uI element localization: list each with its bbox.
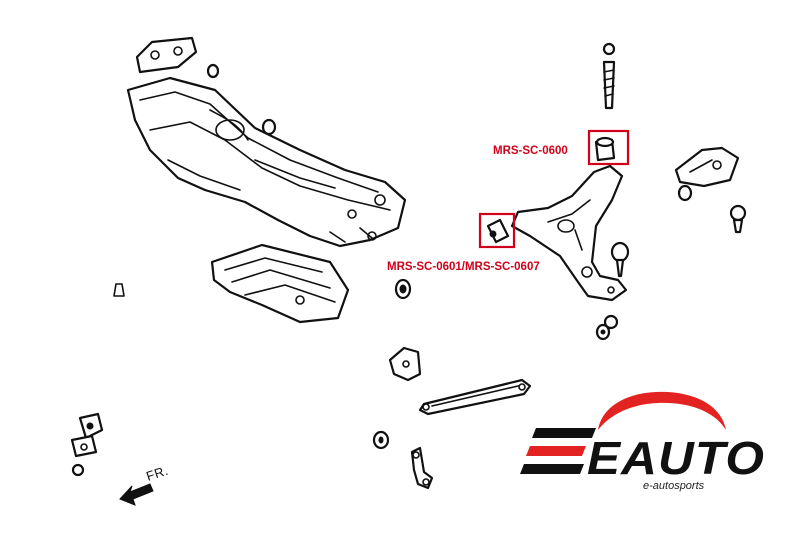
small-nut: [206, 63, 220, 79]
front-subframe: [126, 76, 407, 248]
bushing-rear-lower-arm: [594, 136, 616, 162]
callout-mrs-sc-0601-0607: MRS-SC-0601/MRS-SC-0607: [387, 261, 540, 273]
ball-joint: [610, 241, 630, 278]
highlight-box-mrs-sc-0601: [478, 212, 516, 249]
subframe-bushing: [394, 278, 412, 300]
callout-mrs-sc-0600: MRS-SC-0600: [493, 145, 568, 157]
vertical-bolt: [602, 42, 616, 110]
logo-e-mark-icon: [520, 428, 596, 474]
lateral-brace: [418, 378, 532, 416]
front-direction-arrow: [119, 483, 154, 506]
logo-tagline: e-autosports: [643, 480, 705, 492]
small-nut: [677, 184, 693, 202]
eauto-logo: EAUTO e-autosports: [520, 391, 765, 492]
stabilizer-link: [410, 446, 434, 490]
stabilizer-bushing: [78, 412, 104, 440]
bolt-right: [729, 204, 747, 234]
arm-bushing-lower: [603, 314, 619, 330]
under-cover-plate: [210, 243, 350, 324]
small-nut: [71, 463, 85, 477]
lower-control-arm: [510, 164, 628, 302]
stabilizer-bushing: [372, 430, 390, 450]
arm-bushing-lower: [595, 323, 611, 341]
crossmember-mount-plate: [135, 36, 198, 74]
front-direction-label: FR.: [144, 463, 170, 484]
stabilizer-bar: [113, 283, 403, 473]
stabilizer-bracket: [388, 346, 422, 382]
logo-swoosh-icon: [598, 391, 726, 430]
arm-bracket: [674, 146, 740, 188]
stabilizer-bushing-clamp: [70, 434, 98, 458]
highlight-box-mrs-sc-0600: [587, 129, 630, 166]
logo-wordmark: EAUTO: [587, 432, 765, 484]
bushing-front-lower-arm: [486, 218, 510, 244]
